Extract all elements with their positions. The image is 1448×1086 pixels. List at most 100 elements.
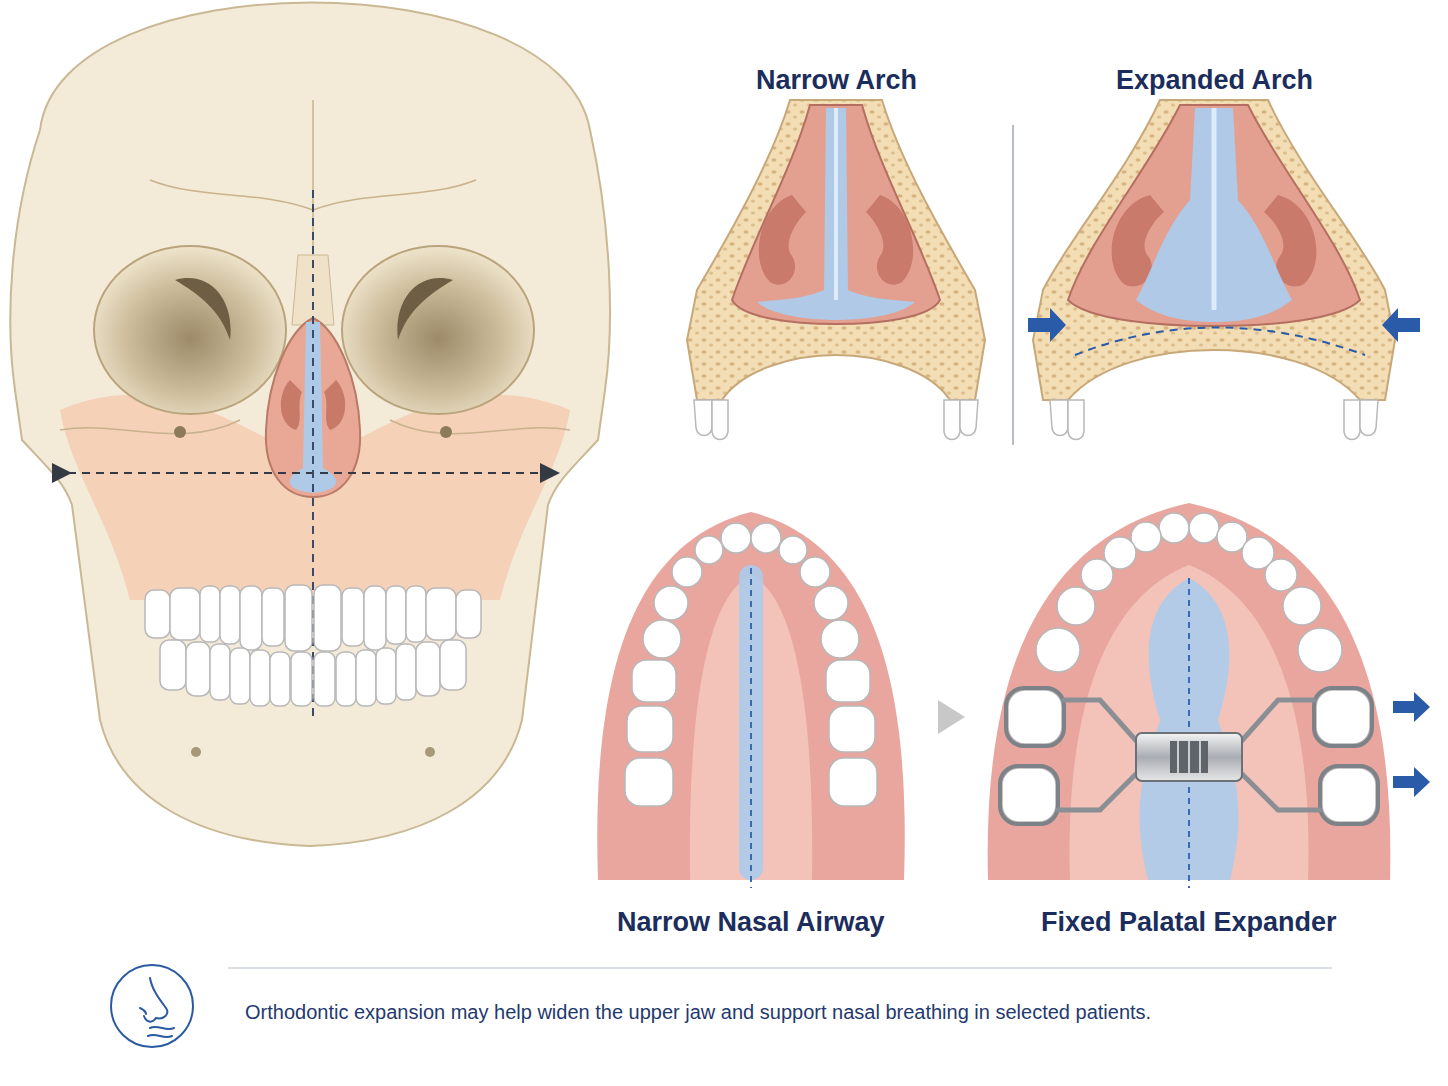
tooth [356,650,376,706]
tooth [336,652,356,706]
tooth [944,400,960,440]
skull [10,3,610,847]
eye-socket [342,246,534,414]
tooth [416,642,440,696]
tooth [440,640,466,690]
tooth [230,648,250,704]
eye-socket [94,246,286,414]
tooth [800,557,830,587]
tooth [751,523,781,553]
tooth [1081,559,1113,591]
maxilla-bone [687,100,985,400]
tooth [654,586,688,620]
tooth [1050,400,1068,436]
midline [750,568,752,888]
tooth [1344,400,1360,440]
tooth [1322,768,1376,822]
tooth [240,586,262,650]
tooth [826,660,870,702]
tooth [1159,513,1189,543]
section-heading: Narrow Arch [756,64,917,96]
tooth [632,660,676,702]
tooth [695,536,723,564]
tooth [694,400,712,436]
tooth [376,648,396,704]
tooth [829,706,875,752]
tooth [160,640,186,690]
tooth [186,642,210,696]
tooth [829,758,877,806]
tooth [1360,400,1378,436]
expander-arms [1058,700,1320,810]
nasal-airway [1136,108,1292,322]
mental-foramen [191,747,201,757]
expansion-arrow [1393,692,1430,722]
expansion-arrow [1393,767,1430,797]
screw-thread [1177,741,1179,773]
tooth [1057,587,1095,625]
upper-teeth [145,585,481,651]
section-heading: Expanded Arch [1116,64,1313,96]
narrow-cross-section [687,100,985,440]
nasal-cavity [1068,105,1360,326]
tooth [1265,559,1297,591]
expanded-cross-section [1028,100,1420,440]
foramen [440,426,452,438]
teeth [625,523,877,806]
nose-icon [140,978,167,1022]
panel-label: Fixed Palatal Expander [1041,906,1337,938]
divider [1012,125,1014,445]
molar-band [1000,766,1058,824]
expander-screw [1136,733,1242,781]
panel-label: Narrow Nasal Airway [617,906,885,938]
expanded-palate [988,503,1430,888]
screw-thread [1188,741,1190,773]
tooth [262,588,284,646]
tooth [643,620,681,658]
push-arrow [1028,308,1066,342]
molar-band [1320,766,1378,824]
tooth [386,586,406,644]
mental-foramen [425,747,435,757]
progress-arrow [938,700,965,734]
lower-teeth [160,640,466,706]
tooth [814,586,848,620]
tooth [672,557,702,587]
tooth [721,523,751,553]
tooth [145,590,170,638]
expander-arm [1238,770,1320,810]
tooth [625,758,673,806]
tooth [291,652,312,706]
expansion-curve [1075,328,1365,356]
tooth [712,400,728,440]
tooth [342,588,364,646]
tooth [314,585,341,651]
nasal-cavity [732,105,940,324]
tooth [821,620,859,658]
tooth [170,588,200,640]
tooth [200,586,220,642]
tooth [779,536,807,564]
tooth [220,586,240,644]
tooth [396,644,416,700]
expander-arm [1064,700,1140,745]
caption-icon [111,965,193,1047]
tooth [456,590,481,638]
tooth [1036,628,1080,672]
expander-bands [1000,688,1378,824]
molar-band [1314,688,1372,746]
nasal-airway [757,108,915,320]
screw-thread [1199,741,1201,773]
tooth [210,644,230,700]
tooth [960,400,978,436]
caption-rule [228,967,1332,969]
teeth [694,400,978,440]
tooth [314,652,335,706]
molar-band [1006,688,1064,746]
tooth [1316,690,1370,744]
tooth [1283,587,1321,625]
foramen [174,426,186,438]
tooth [1298,628,1342,672]
maxilla-bone [1033,100,1395,400]
